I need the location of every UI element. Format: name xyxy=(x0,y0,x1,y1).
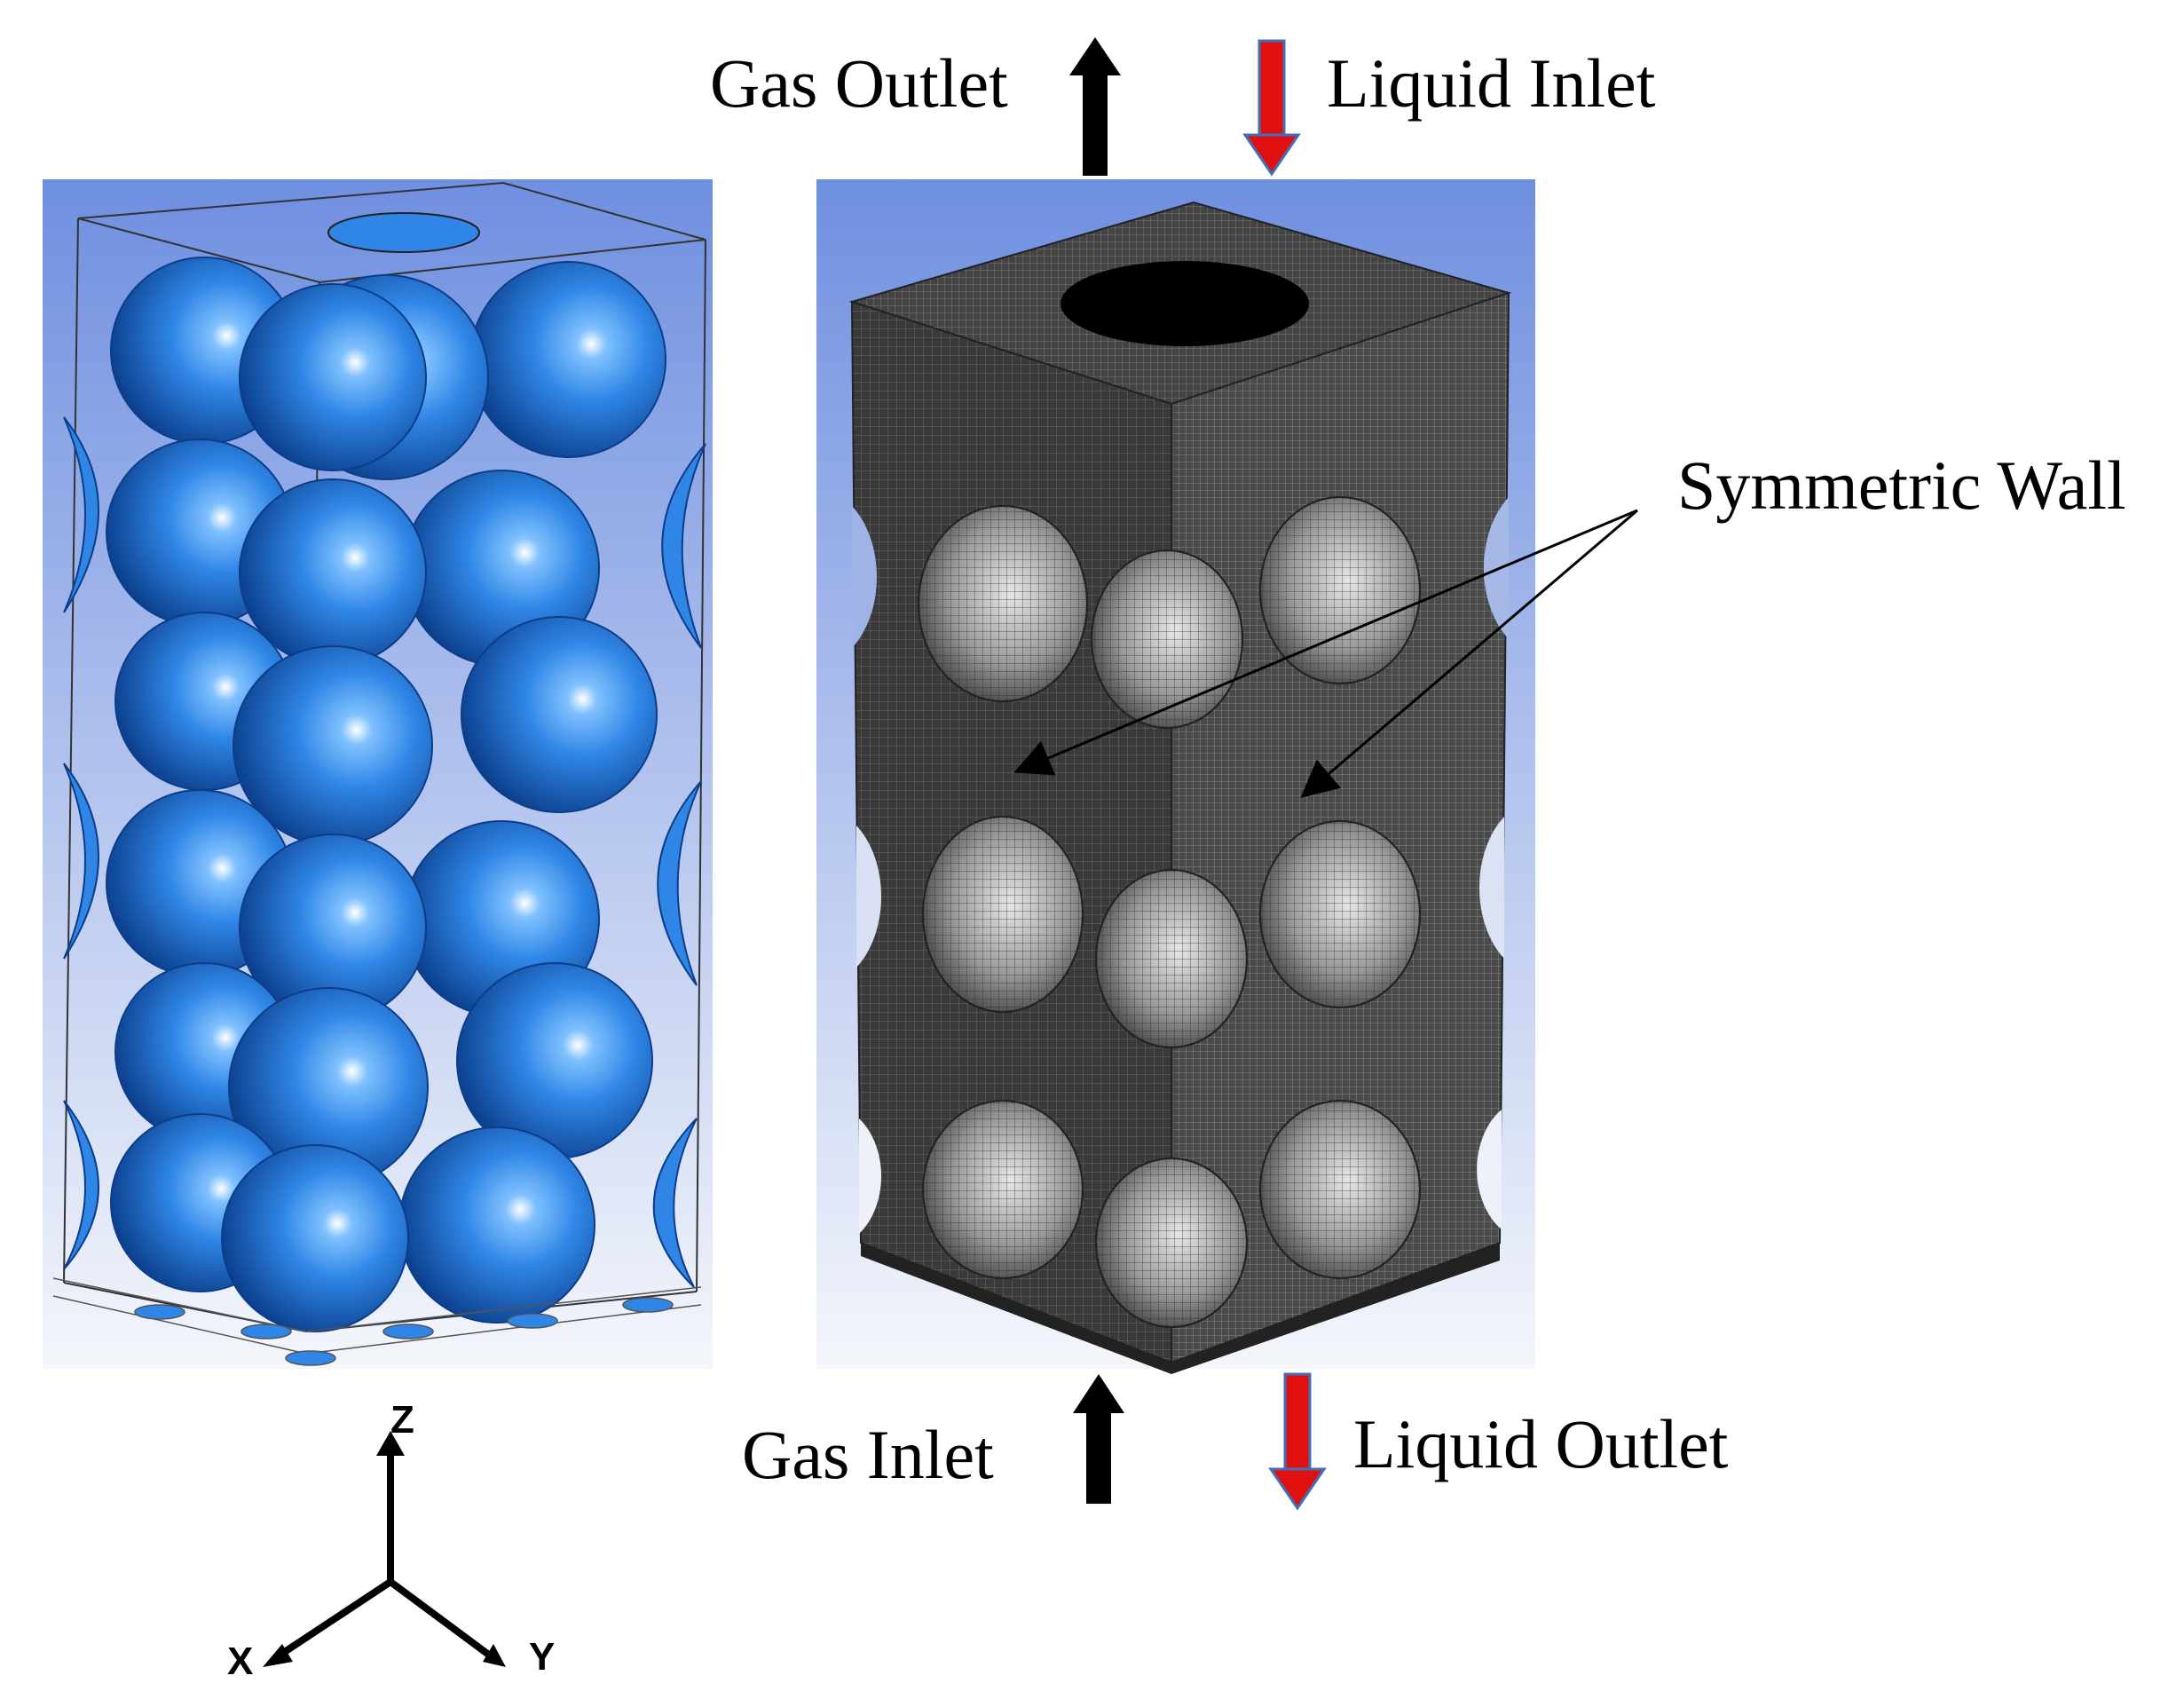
sphere-packing-panel xyxy=(43,179,713,1369)
gas-outlet-label: Gas Outlet xyxy=(710,44,1008,122)
z-axis-arrowhead xyxy=(376,1431,405,1456)
axis-triad xyxy=(263,1431,506,1667)
cavities xyxy=(918,496,1421,1328)
bottom-grid xyxy=(52,1277,702,1366)
liquid-outlet-arrow xyxy=(1268,1372,1327,1511)
x-axis-label: X xyxy=(227,1640,254,1683)
top-opening xyxy=(1060,261,1309,346)
wall-crescents-left xyxy=(63,416,706,1288)
liquid-outlet-label: Liquid Outlet xyxy=(1353,1405,1729,1482)
side-notches xyxy=(852,497,1509,1234)
x-axis-line xyxy=(272,1578,393,1662)
y-axis-arrowhead xyxy=(483,1644,506,1667)
gas-outlet-arrow xyxy=(1069,37,1121,176)
gas-inlet-label: Gas Inlet xyxy=(742,1416,994,1493)
symmetric-wall-label: Symmetric Wall xyxy=(1677,446,2126,524)
symmetric-wall-leaders xyxy=(1013,509,1638,798)
y-axis-label: Y xyxy=(529,1635,556,1679)
y-axis-line xyxy=(388,1578,496,1662)
gas-inlet-arrow xyxy=(1073,1374,1124,1504)
z-axis-label: Z xyxy=(390,1398,414,1442)
liquid-inlet-arrow xyxy=(1242,39,1301,177)
x-axis-arrowhead xyxy=(263,1644,293,1667)
liquid-inlet-label: Liquid Inlet xyxy=(1327,44,1656,122)
sphere-rows xyxy=(106,257,666,1332)
mesh-domain-panel xyxy=(816,179,1535,1374)
